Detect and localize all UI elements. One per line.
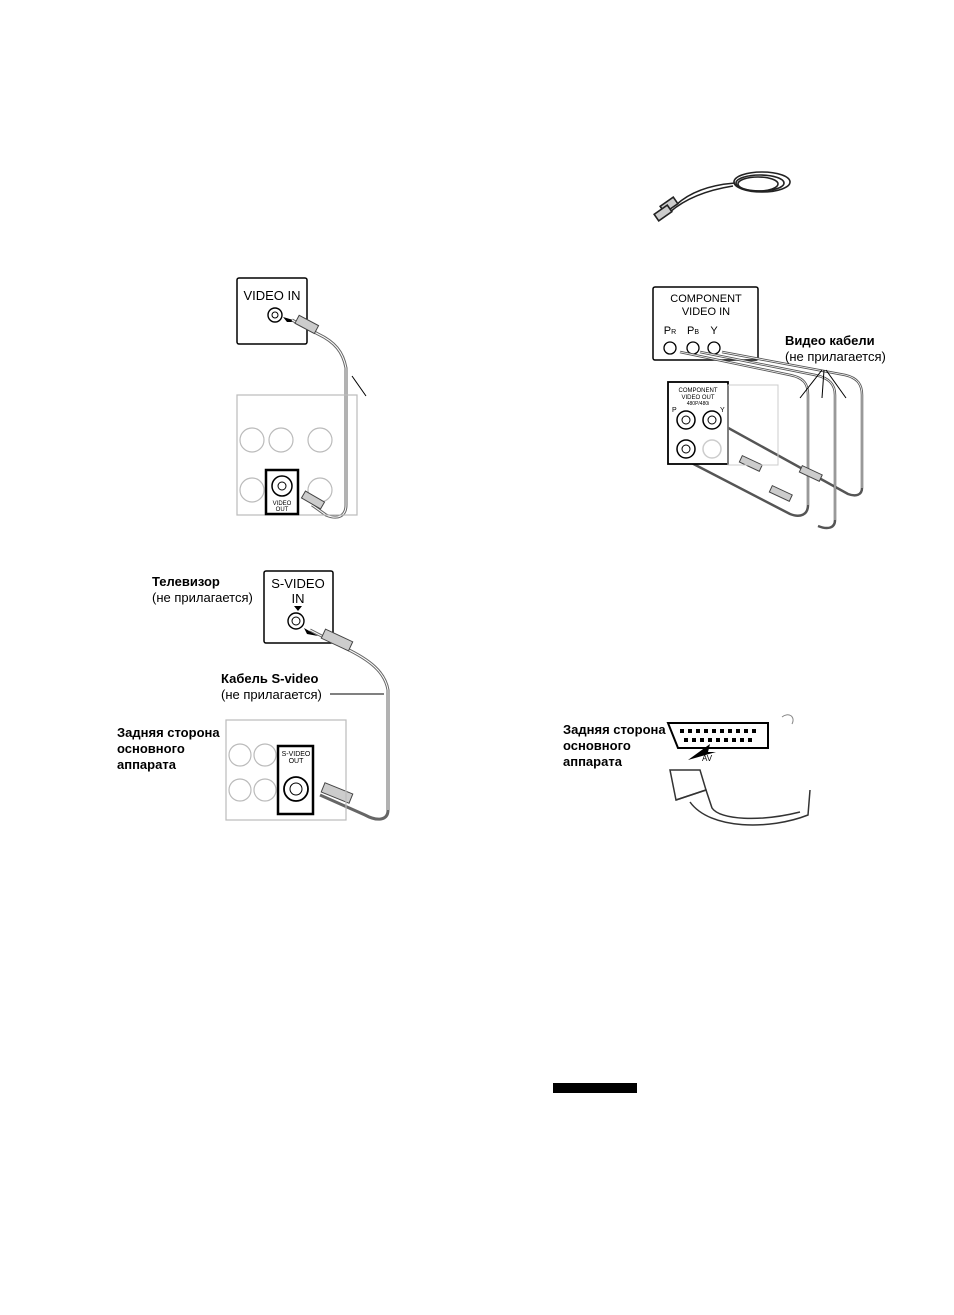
scart-rear-label-3: аппарата (563, 754, 622, 769)
section-divider-bar (553, 1083, 637, 1093)
scart-rear-label-2: основного (563, 738, 631, 753)
scart-socket-icon (668, 723, 768, 748)
scart-rear-label-1: Задняя сторона (563, 722, 666, 737)
